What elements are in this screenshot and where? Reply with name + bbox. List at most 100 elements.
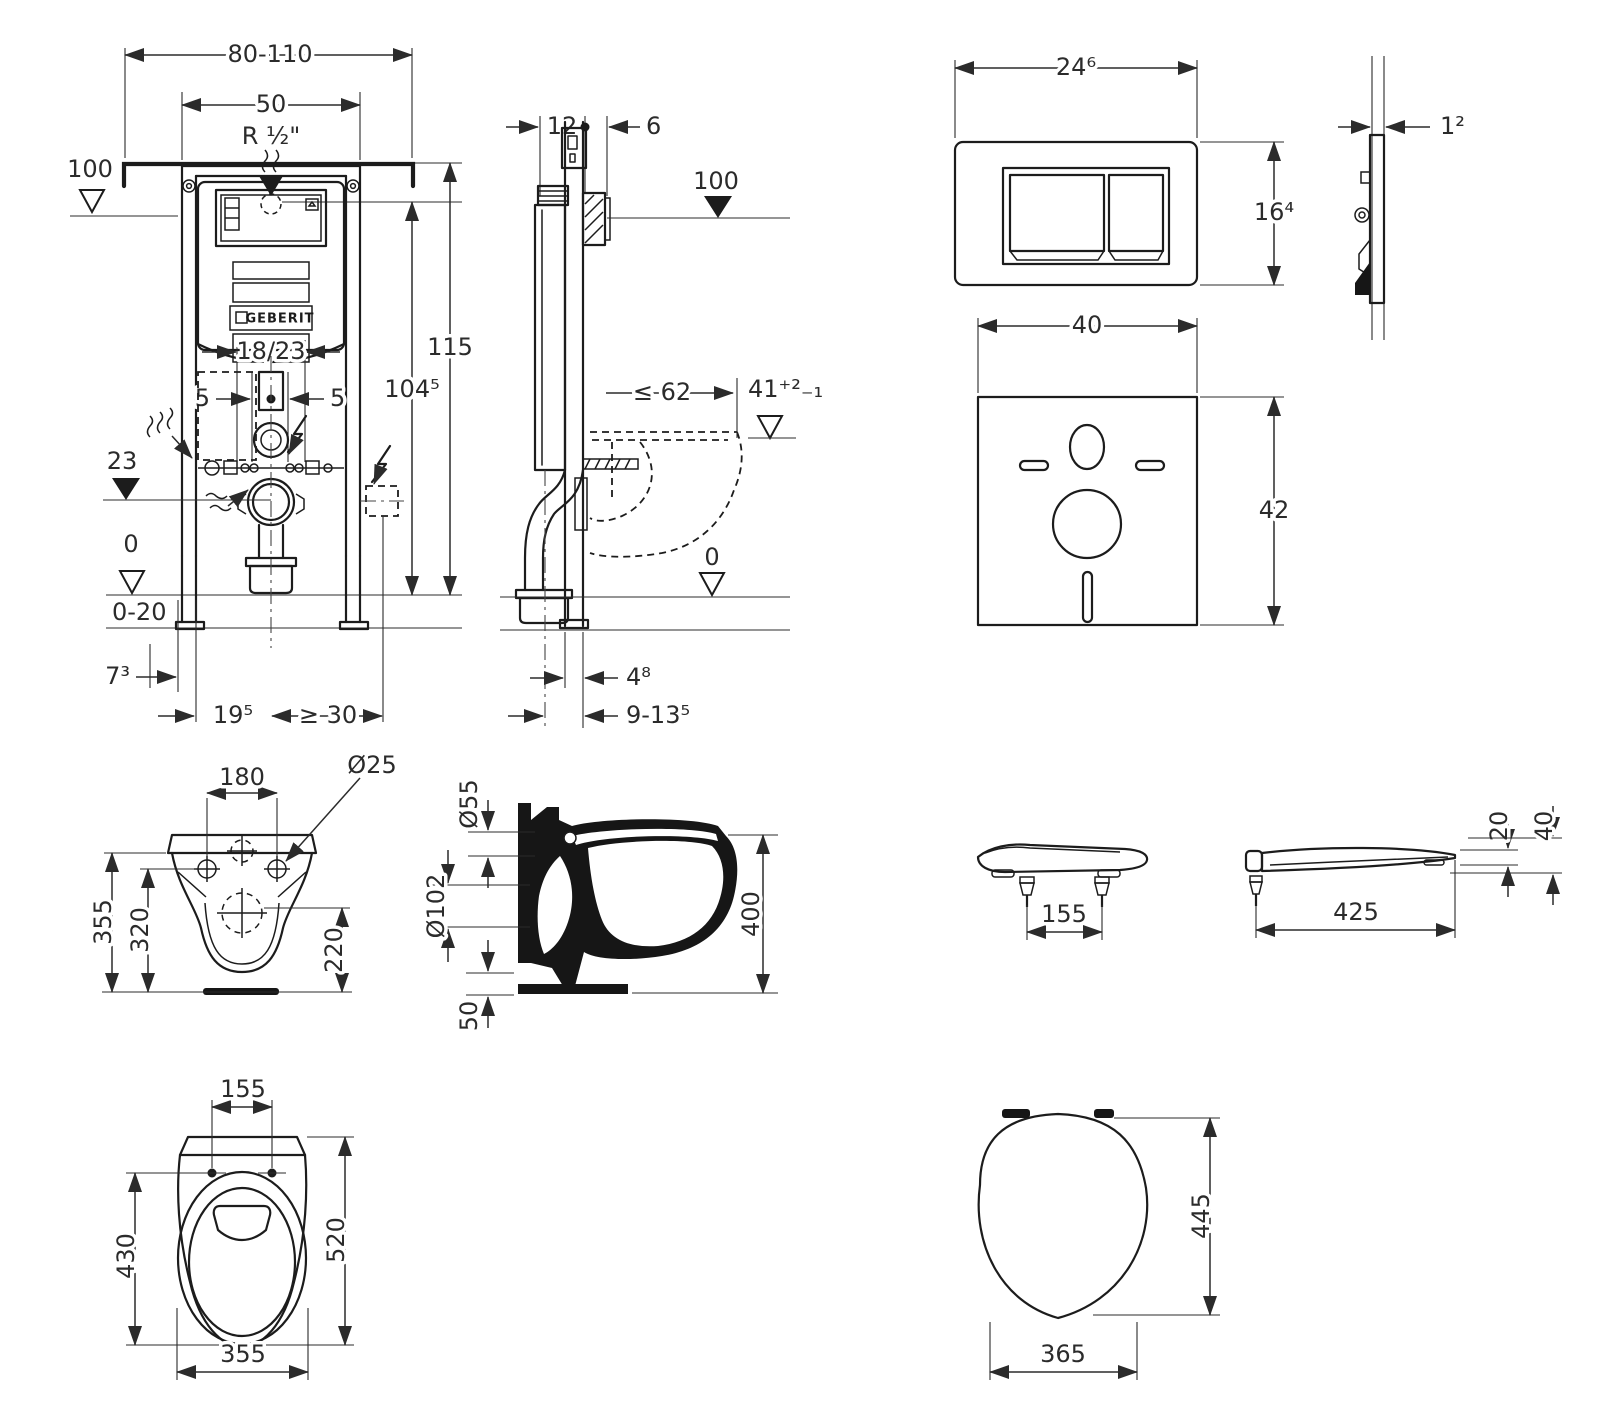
dim-height-outlet: 220 [320, 927, 348, 973]
dim-max-depth: ≤ 62 [633, 378, 691, 406]
plate-frame [953, 140, 1199, 287]
fixing-row [204, 460, 333, 476]
dim-bracket-width: 80-110 [227, 40, 312, 68]
seat-profile-outline [1260, 846, 1457, 873]
corner-screw [182, 179, 196, 193]
flush-plate-front-view: 24⁶ 16⁴ [953, 50, 1298, 287]
hinge-bolt [1094, 876, 1110, 907]
logo-square [235, 311, 248, 324]
dim-water-supply: R ½" [242, 122, 301, 150]
dim-plate-depth: 6 [646, 112, 661, 140]
dim-bowl-width: 355 [220, 1340, 266, 1368]
clip-foot [1355, 262, 1370, 295]
dim-inlet-dia: Ø55 [455, 779, 483, 828]
frame-rails [180, 164, 362, 558]
dim-seat-plan-width: 365 [1040, 1340, 1086, 1368]
level-0-label: 0 [704, 543, 719, 571]
seat-ring-inner [187, 1186, 297, 1338]
dim-drain-offset: 19⁵ [213, 701, 253, 729]
seat-plan-outline [977, 1112, 1149, 1320]
bowl-foot [518, 984, 628, 994]
mounting-clip [1360, 171, 1370, 184]
level-0-label: 0 [123, 530, 138, 558]
plate-profile [1368, 133, 1386, 305]
flush-unit-box [581, 191, 611, 247]
threaded-rod [582, 458, 639, 470]
dim-seat-length: 425 [1333, 898, 1379, 926]
cistern-side [533, 184, 570, 472]
dim-plate-width: 24⁶ [1056, 53, 1096, 81]
dim-outlet-range: 9-13⁵ [626, 701, 690, 729]
section-bolt-hole [564, 832, 576, 844]
wc-bowl-side-section: Ø55 Ø102 400 50 [419, 776, 778, 1035]
level-100-label: 100 [67, 155, 113, 183]
mounting-plate [166, 833, 318, 855]
mat-outline [976, 395, 1199, 627]
dim-bolt-spacing-plan: 155 [220, 1075, 266, 1103]
dim-supply-height: 104⁵ [384, 375, 439, 403]
button-recess [1001, 166, 1171, 266]
wc-connector [574, 477, 588, 531]
dim-overall-length: 520 [322, 1217, 350, 1263]
dim-seat-thickness: 20 [1485, 811, 1513, 842]
bolt-slot [1134, 459, 1166, 472]
seat-ring-outer [176, 1170, 308, 1346]
down-arrow-icon [259, 176, 283, 196]
dim-height-bolts: 320 [126, 907, 154, 953]
drain-elbow [514, 468, 585, 625]
dim-seat-height: 40 [1530, 811, 1558, 842]
dim-rim-height: 41⁺²₋₁ [748, 375, 823, 403]
bowl-interior [588, 840, 724, 947]
flush-plate-profile-view: 1² [1338, 56, 1468, 340]
dim-plate-thickness: 1² [1440, 112, 1465, 140]
hinge-tab [1002, 1109, 1030, 1118]
flush-distributor [212, 1204, 272, 1242]
seat-plan-view: 445 365 [977, 1109, 1220, 1380]
dim-hinge-spacing: 155 [1041, 900, 1087, 928]
hinge-bolt [1249, 875, 1263, 906]
dim-floor-buildup: 0-20 [112, 598, 166, 626]
dim-leg-offset: 7³ [105, 662, 130, 690]
concealed-cistern: GEBERIT [196, 180, 346, 363]
seat-bumper [991, 869, 1015, 878]
supply-hole [1068, 423, 1106, 471]
dim-bolt-hole-dia: Ø25 [347, 751, 396, 779]
hinge-bolt [1019, 876, 1035, 907]
hinge-tab [1094, 1109, 1114, 1118]
dim-seat-plan-length: 445 [1187, 1193, 1215, 1239]
water-wavy-icon [261, 149, 280, 173]
seat-bumper [1423, 859, 1445, 866]
dim-bowl-length-inner: 430 [112, 1233, 140, 1279]
drain-hole [1051, 488, 1123, 560]
fill-valve [224, 197, 240, 231]
bottom-slot [1081, 570, 1094, 624]
dim-height-total: 115 [427, 333, 473, 361]
dim-clearance-right: ≥ 30 [299, 701, 357, 729]
optional-zone [197, 371, 257, 461]
dim-bolt-spacing: 180 [219, 763, 265, 791]
wall-bracket [121, 161, 416, 189]
dim-height-overall: 355 [89, 899, 117, 945]
sound-insulation-mat: 40 42 [976, 308, 1293, 627]
frame-front-view: 80-110 50 R ½" 100 [64, 37, 477, 733]
seat-front-profile: 155 [976, 843, 1149, 940]
corner-screw [346, 179, 360, 193]
bolt-slot [1018, 459, 1050, 472]
rim-gap [572, 828, 718, 845]
dim-inner-width: 50 [256, 90, 287, 118]
wc-bowl-outline-dashed [589, 431, 743, 558]
overflow-mark [305, 198, 319, 211]
dim-rail-depth: 4⁸ [626, 663, 651, 691]
dim-plate-height: 16⁴ [1254, 198, 1294, 226]
level-100-label: 100 [693, 167, 739, 195]
mounting-plate-plan [178, 1135, 307, 1157]
level-23-label: 23 [107, 447, 138, 475]
supply-connection [260, 193, 282, 215]
trap-passage [537, 856, 573, 954]
big-flush-button [1008, 173, 1106, 253]
seat-side-profile: 20 40 425 [1244, 806, 1562, 938]
bowl-outline [170, 851, 314, 974]
hinge-block [1244, 849, 1264, 873]
wc-bowl-plan-view: 155 430 520 355 [109, 1072, 354, 1380]
